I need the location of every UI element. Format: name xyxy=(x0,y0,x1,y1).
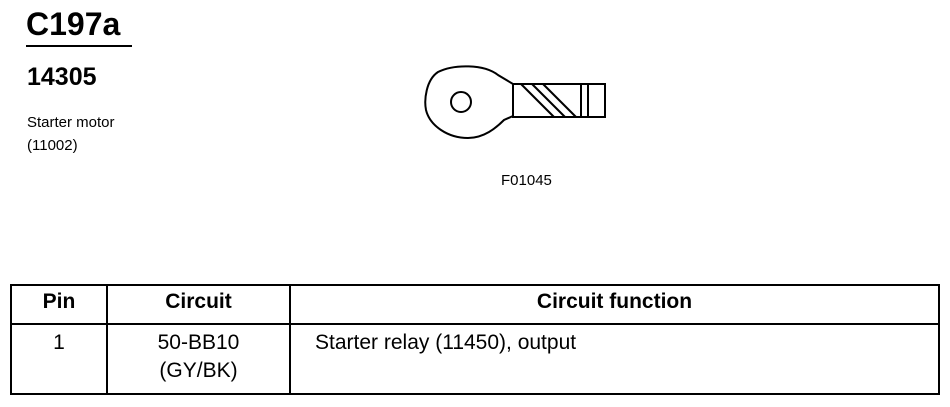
terminal-barrel xyxy=(512,83,606,118)
barrel-stripe xyxy=(531,83,566,118)
figure-reference: F01045 xyxy=(501,172,552,189)
ring-terminal-connector-icon xyxy=(424,65,606,140)
ring-terminal-outline xyxy=(424,65,514,140)
part-number: 14305 xyxy=(27,63,97,91)
component-name: Starter motor xyxy=(27,114,115,131)
wire-color: (GY/BK) xyxy=(159,359,238,382)
barrel-stripe xyxy=(520,83,555,118)
circuit-cell: 50-BB10 (GY/BK) xyxy=(106,323,291,395)
barrel-stripe xyxy=(542,83,577,118)
connector-id-underline xyxy=(26,45,132,47)
pin-number-cell: 1 xyxy=(10,323,108,395)
header-pin: Pin xyxy=(10,284,108,325)
circuit-function-cell: Starter relay (11450), output xyxy=(289,323,940,395)
connector-id: C197a xyxy=(26,6,121,42)
table-header-row: Pin Circuit Circuit function xyxy=(10,284,940,325)
header-circuit-function: Circuit function xyxy=(289,284,940,325)
ring-terminal-hole xyxy=(450,91,472,113)
circuit-code: 50-BB10 xyxy=(157,331,240,354)
header-circuit: Circuit xyxy=(106,284,291,325)
table-row: 1 50-BB10 (GY/BK) Starter relay (11450),… xyxy=(10,323,940,395)
pin-table: Pin Circuit Circuit function 1 50-BB10 (… xyxy=(10,284,940,395)
component-code: (11002) xyxy=(27,137,78,154)
